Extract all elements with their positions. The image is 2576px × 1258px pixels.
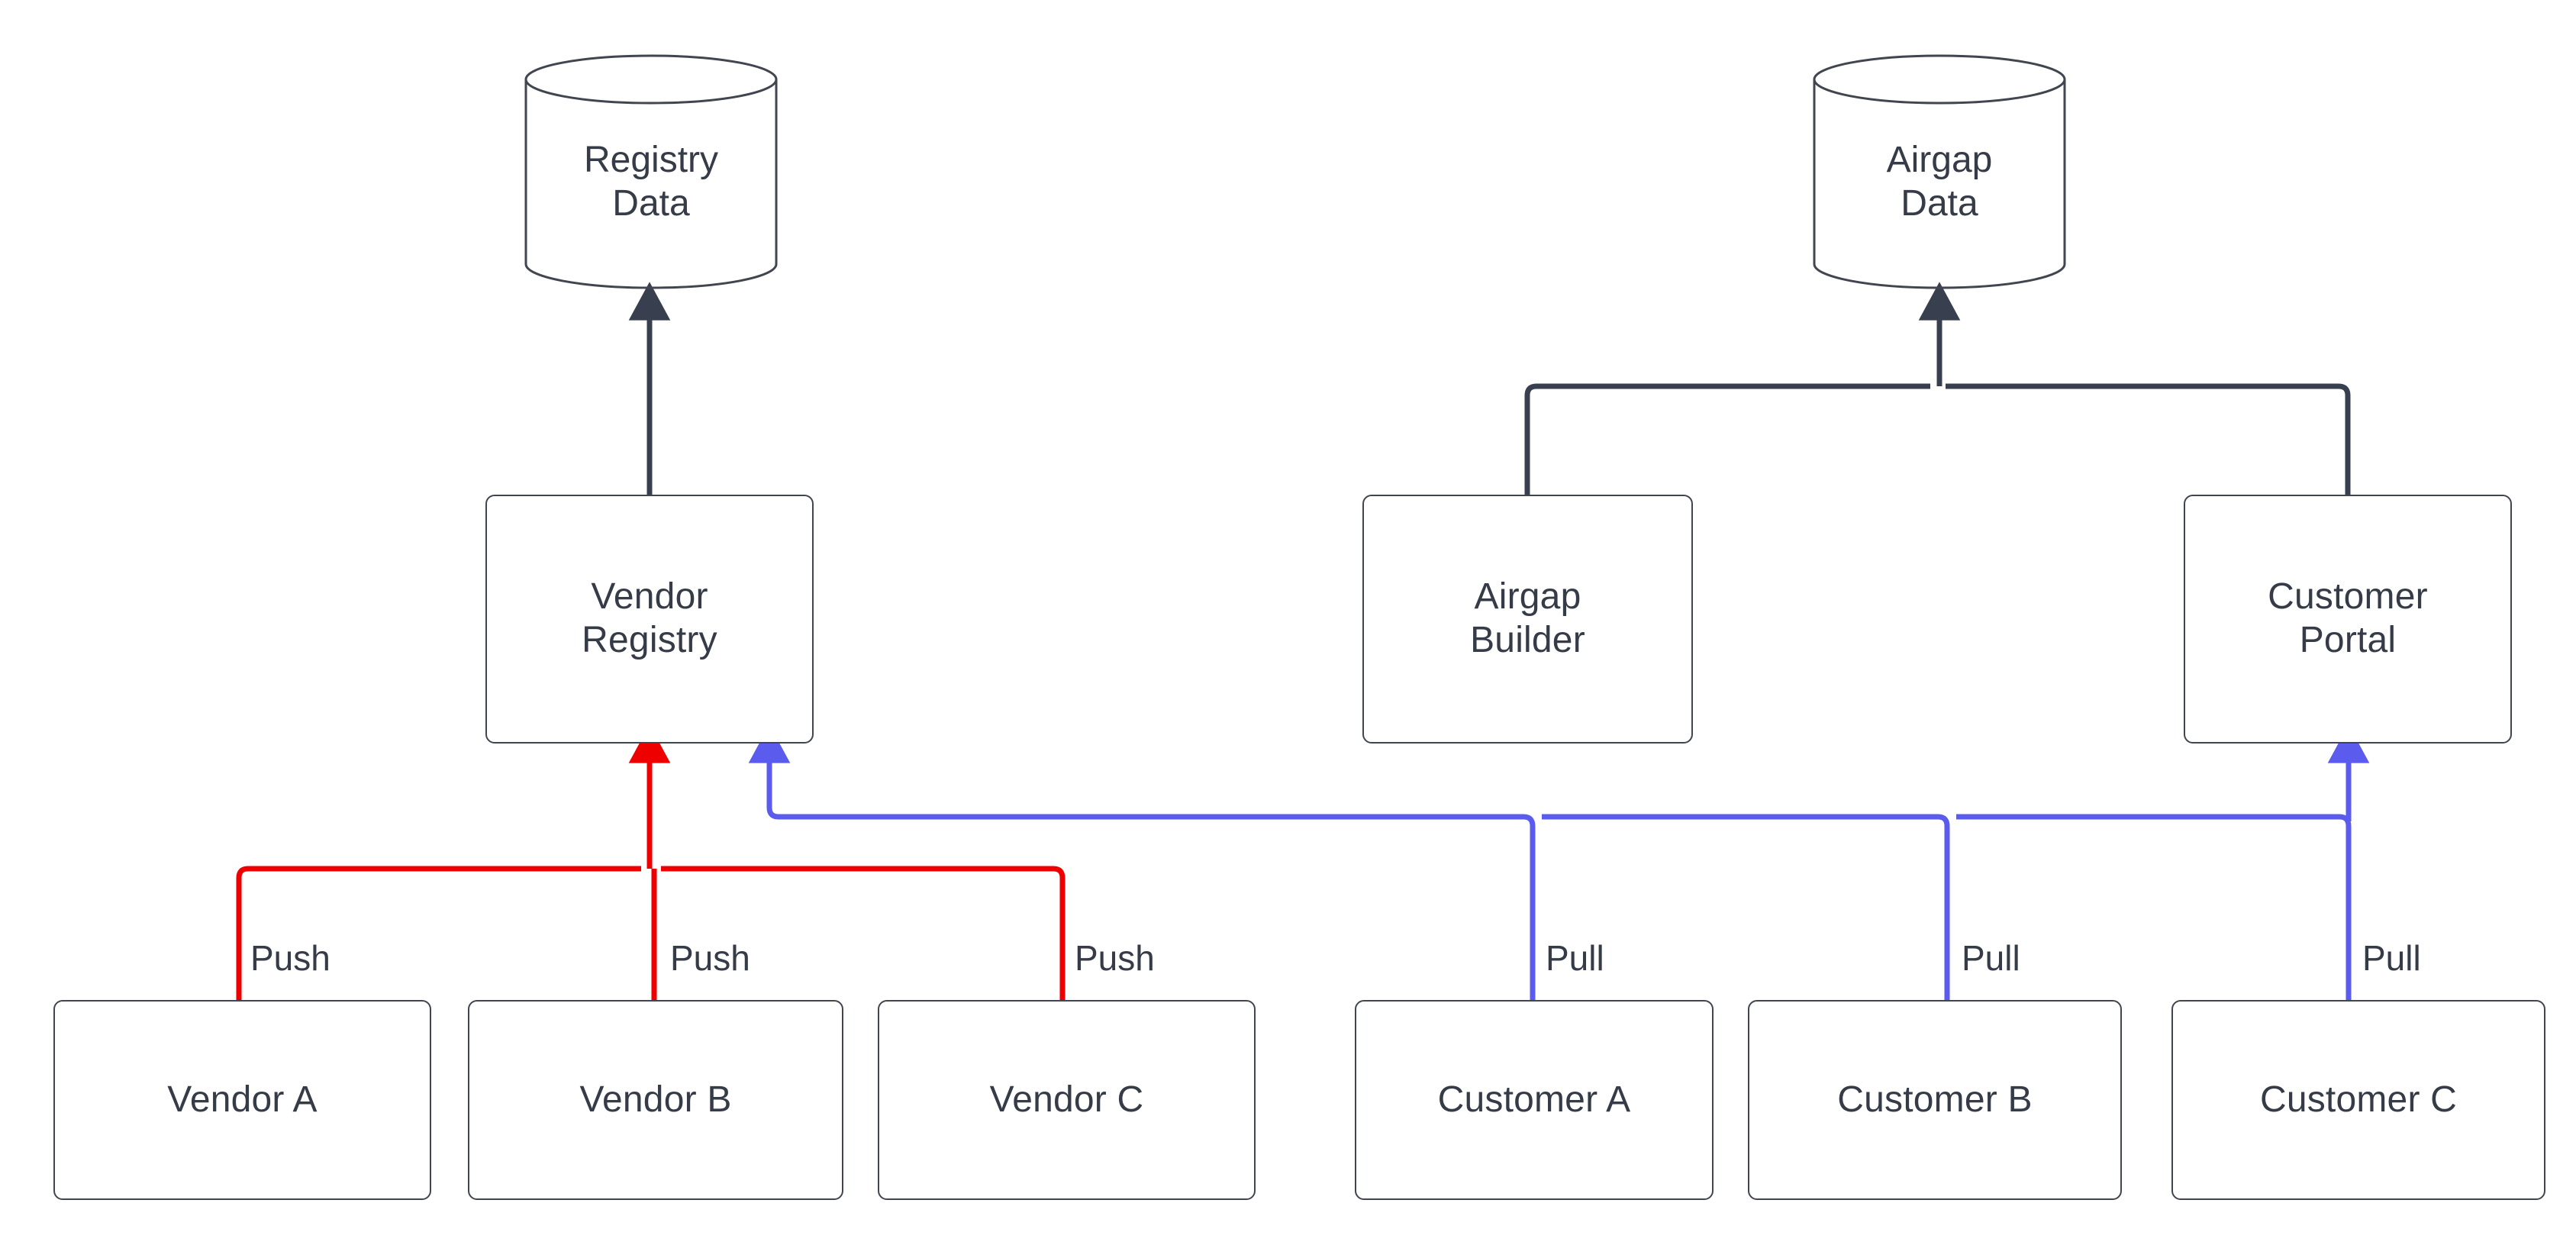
edge-label-pull-customer-c: Pull bbox=[2362, 938, 2421, 978]
edge-label-push-vendor-b: Push bbox=[670, 938, 750, 978]
edge-label-push-vendor-c: Push bbox=[1075, 938, 1155, 978]
edge-label-pull-customer-b: Pull bbox=[1962, 938, 2020, 978]
edge-airgap-builder-to-airgap-data bbox=[1524, 383, 1930, 495]
node-label: Customer C bbox=[2259, 1079, 2458, 1120]
node-airgap-builder[interactable]: Airgap Builder bbox=[1362, 495, 1693, 744]
node-label: Vendor B bbox=[579, 1079, 732, 1120]
datastore-label: Registry Data bbox=[583, 140, 719, 224]
node-vendor-b[interactable]: Vendor B bbox=[468, 1000, 843, 1200]
edge-vendor-a-push bbox=[236, 866, 641, 1000]
cylinder-icon bbox=[524, 54, 778, 289]
edge-vendor-c-push bbox=[661, 866, 1066, 1000]
node-label: Customer A bbox=[1437, 1079, 1631, 1120]
node-customer-a[interactable]: Customer A bbox=[1355, 1000, 1714, 1200]
datastore-registry-data[interactable]: Registry Data bbox=[524, 53, 779, 290]
edge-label-pull-customer-a: Pull bbox=[1546, 938, 1604, 978]
node-vendor-a[interactable]: Vendor A bbox=[53, 1000, 431, 1200]
node-customer-c[interactable]: Customer C bbox=[2171, 1000, 2545, 1200]
edge-customer-b-pull bbox=[1542, 814, 1950, 1000]
node-label: Airgap Builder bbox=[1470, 576, 1585, 660]
node-label: Customer B bbox=[1837, 1079, 2033, 1120]
node-label: Customer Portal bbox=[2268, 576, 2428, 660]
edge-customer-a-pull bbox=[748, 724, 1536, 1000]
edge-customer-portal-to-airgap-data bbox=[1946, 383, 2351, 495]
datastore-airgap-data[interactable]: Airgap Data bbox=[1812, 53, 2067, 290]
node-customer-b[interactable]: Customer B bbox=[1748, 1000, 2122, 1200]
node-customer-portal[interactable]: Customer Portal bbox=[2184, 495, 2512, 744]
node-label: Vendor Registry bbox=[582, 576, 717, 660]
edge-label-push-vendor-a: Push bbox=[250, 938, 330, 978]
node-label: Vendor A bbox=[167, 1079, 318, 1120]
node-vendor-registry[interactable]: Vendor Registry bbox=[485, 495, 814, 744]
datastore-label: Airgap Data bbox=[1886, 140, 1993, 224]
node-vendor-c[interactable]: Vendor C bbox=[878, 1000, 1256, 1200]
cylinder-icon bbox=[1813, 54, 2066, 289]
node-label: Vendor C bbox=[989, 1079, 1144, 1120]
